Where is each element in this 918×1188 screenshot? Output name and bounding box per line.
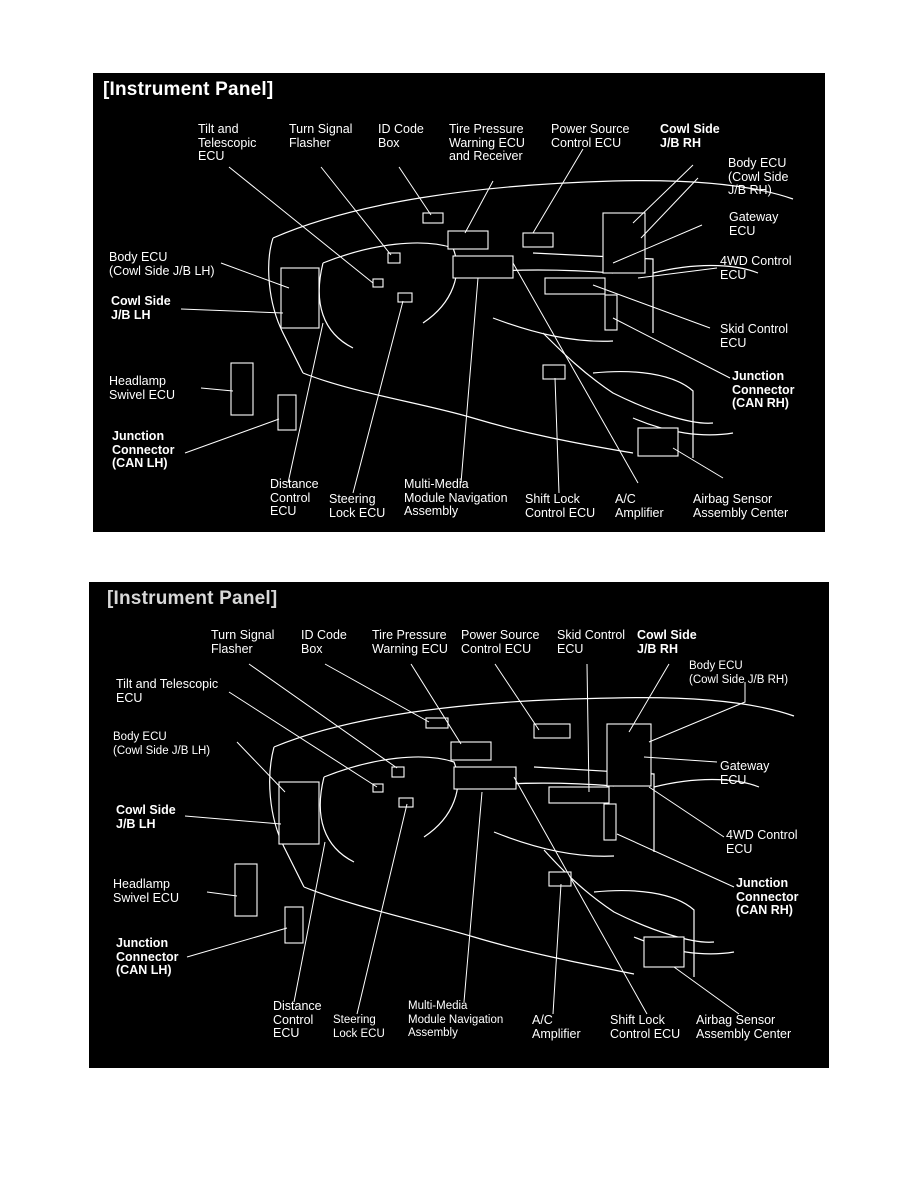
label-steering-lock-ecu: Steering Lock ECU [333, 1014, 385, 1040]
label-ac-amplifier: A/C Amplifier [532, 1013, 581, 1041]
label-distance-control-ecu: Distance Control ECU [270, 477, 319, 518]
label-junction-connector-can-lh: Junction Connector (CAN LH) [112, 429, 175, 470]
turn-signal-shape [387, 252, 401, 264]
label-skid-control-ecu: Skid Control ECU [557, 628, 626, 656]
label-tilt-telescopic-ecu: Tilt and Telescopic ECU [116, 677, 219, 705]
label-shift-lock-control-ecu: Shift Lock Control ECU [610, 1013, 681, 1041]
tilt-ecu-shape [372, 278, 384, 288]
body-ecu-lh-shape [280, 267, 320, 329]
label-multimedia-module: Multi-Media Module Navigation Assembly [404, 477, 508, 518]
instrument-panel-diagram-1: [Instrument Panel] [93, 73, 825, 532]
headlamp-swivel-shape [230, 362, 254, 416]
label-distance-control-ecu: Distance Control ECU [273, 999, 322, 1040]
label-tire-pressure-warning-ecu: Tire Pressure Warning ECU and Receiver [449, 122, 525, 163]
label-id-code-box: ID Code Box [378, 122, 424, 150]
label-4wd-control-ecu: 4WD Control ECU [726, 828, 798, 856]
label-multimedia-module: Multi-Media Module Navigation Assembly [408, 1000, 504, 1039]
tire-pressure-shape [450, 741, 492, 761]
cowl-rh-shape [606, 723, 652, 787]
junction-rh-shape [603, 803, 617, 841]
cowl-rh-shape [602, 212, 646, 274]
label-skid-control-ecu: Skid Control ECU [720, 322, 789, 350]
skid-control-shape [548, 786, 610, 804]
dashboard-illustration [180, 148, 794, 494]
label-body-ecu-lh: Body ECU (Cowl Side J/B LH) [113, 731, 211, 757]
dashboard-illustration [184, 663, 795, 1015]
instrument-panel-diagram-2: [Instrument Panel] [89, 582, 829, 1068]
label-body-ecu-rh: Body ECU (Cowl Side J/B RH) [728, 156, 789, 197]
label-id-code-box: ID Code Box [301, 628, 347, 656]
airbag-sensor-shape [643, 936, 685, 968]
steering-lock-shape [397, 292, 413, 303]
label-body-ecu-lh: Body ECU (Cowl Side J/B LH) [109, 250, 215, 278]
label-steering-lock-ecu: Steering Lock ECU [329, 492, 386, 520]
tilt-ecu-shape [372, 783, 384, 793]
power-source-shape [522, 232, 554, 248]
multimedia-shape [452, 255, 514, 279]
label-power-source-control-ecu: Power Source Control ECU [551, 122, 630, 150]
label-4wd-control-ecu: 4WD Control ECU [720, 254, 792, 282]
junction-lh-shape [284, 906, 304, 944]
label-airbag-sensor: Airbag Sensor Assembly Center [693, 492, 789, 520]
tire-pressure-shape [447, 230, 489, 250]
label-cowl-side-jb-rh: Cowl Side J/B RH [637, 628, 697, 656]
diagram-title: [Instrument Panel] [103, 79, 274, 100]
label-cowl-side-jb-lh: Cowl Side J/B LH [116, 803, 176, 831]
label-turn-signal-flasher: Turn Signal Flasher [289, 122, 353, 150]
label-gateway-ecu: Gateway ECU [720, 759, 770, 787]
label-tire-pressure-warning-ecu: Tire Pressure Warning ECU [372, 628, 448, 656]
multimedia-shape [453, 766, 517, 790]
shift-lock-shape [542, 364, 566, 380]
airbag-sensor-shape [637, 427, 679, 457]
power-source-shape [533, 723, 571, 739]
label-junction-connector-can-rh: Junction Connector (CAN RH) [736, 876, 799, 917]
id-code-box-shape [422, 212, 444, 224]
turn-signal-shape [391, 766, 405, 778]
diagram-title: [Instrument Panel] [107, 588, 278, 609]
label-power-source-control-ecu: Power Source Control ECU [461, 628, 540, 656]
label-headlamp-swivel-ecu: Headlamp Swivel ECU [109, 374, 175, 402]
label-junction-connector-can-rh: Junction Connector (CAN RH) [732, 369, 795, 410]
label-tilt-telescopic-ecu: Tilt and Telescopic ECU [198, 122, 257, 163]
label-turn-signal-flasher: Turn Signal Flasher [211, 628, 275, 656]
junction-lh-shape [277, 394, 297, 431]
shift-lock-shape [548, 871, 572, 887]
junction-rh-shape [604, 294, 618, 331]
label-cowl-side-jb-rh: Cowl Side J/B RH [660, 122, 720, 150]
label-shift-lock-control-ecu: Shift Lock Control ECU [525, 492, 596, 520]
label-gateway-ecu: Gateway ECU [729, 210, 779, 238]
body-ecu-lh-shape [278, 781, 320, 845]
skid-control-shape [544, 277, 606, 295]
id-code-box-shape [425, 717, 449, 729]
label-headlamp-swivel-ecu: Headlamp Swivel ECU [113, 877, 179, 905]
label-cowl-side-jb-lh: Cowl Side J/B LH [111, 294, 171, 322]
headlamp-swivel-shape [234, 863, 258, 917]
label-airbag-sensor: Airbag Sensor Assembly Center [696, 1013, 792, 1041]
label-junction-connector-can-lh: Junction Connector (CAN LH) [116, 936, 179, 977]
steering-lock-shape [398, 797, 414, 808]
label-body-ecu-rh: Body ECU (Cowl Side J/B RH) [689, 660, 789, 686]
label-ac-amplifier: A/C Amplifier [615, 492, 664, 520]
